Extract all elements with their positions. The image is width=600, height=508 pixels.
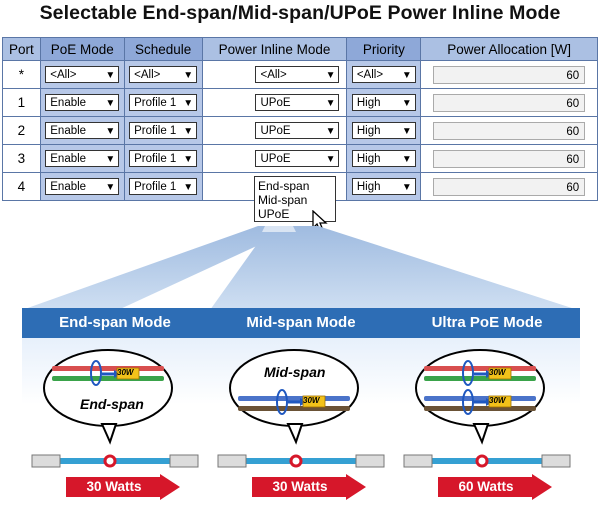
port-cell: 4 — [2, 172, 41, 201]
poe-config-table: Port PoE Mode Schedule Power Inline Mode… — [2, 37, 598, 201]
schedule-select[interactable]: Profile 1▼ — [129, 94, 198, 111]
priority-select[interactable]: High▼ — [351, 94, 416, 111]
chevron-down-icon: ▼ — [401, 154, 412, 165]
power-allocation-input[interactable]: 60 — [433, 65, 586, 84]
watts-arrow: 30 Watts — [252, 474, 366, 500]
chevron-down-icon: ▼ — [325, 70, 336, 81]
chevron-down-icon: ▼ — [401, 98, 412, 109]
watt-tag: 30W — [303, 396, 320, 405]
chevron-down-icon: ▼ — [183, 70, 194, 81]
power-allocation-input[interactable]: 60 — [433, 177, 586, 196]
watt-tag: 30W — [117, 368, 134, 377]
ultra-poe-mode-card: Ultra PoE Mode 30W 30W Data + Power 60 W… — [394, 308, 580, 504]
schedule-select[interactable]: <All>▼ — [129, 66, 198, 83]
poe-mode-select[interactable]: <All>▼ — [45, 66, 120, 83]
watts-label: 30 Watts — [272, 479, 328, 494]
mode-card-header: Mid-span Mode — [208, 308, 394, 338]
priority-select[interactable]: High▼ — [351, 178, 416, 195]
col-header-priority: Priority — [346, 37, 422, 61]
table-row: 3 Enable▼ Profile 1▼ UPoE▼ High▼ 60 — [2, 144, 598, 173]
table-row: 2 Enable▼ Profile 1▼ UPoE▼ High▼ 60 — [2, 116, 598, 145]
chevron-down-icon: ▼ — [401, 182, 412, 193]
chevron-down-icon: ▼ — [183, 98, 194, 109]
table-header-row: Port PoE Mode Schedule Power Inline Mode… — [2, 37, 598, 61]
table-row: * <All>▼ <All>▼ <All>▼ <All>▼ 60 — [2, 60, 598, 89]
col-header-power-inline-mode: Power Inline Mode — [201, 37, 348, 61]
chevron-down-icon: ▼ — [325, 154, 336, 165]
dropdown-option-mid-span[interactable]: Mid-span — [258, 193, 308, 207]
port-cell: 2 — [2, 116, 41, 145]
mid-span-illustration — [217, 349, 385, 468]
red-arrow-icon — [66, 474, 180, 500]
mode-card-header: End-span Mode — [22, 308, 208, 338]
chevron-down-icon: ▼ — [183, 126, 194, 137]
poe-mode-select[interactable]: Enable▼ — [45, 178, 120, 195]
red-arrow-icon — [438, 474, 552, 500]
page-title: Selectable End-span/Mid-span/UPoE Power … — [39, 2, 561, 24]
chevron-down-icon: ▼ — [105, 154, 116, 165]
bubble-label: Mid-span — [264, 364, 326, 380]
spotlight-beams — [22, 224, 578, 310]
red-arrow-icon — [252, 474, 366, 500]
col-header-schedule: Schedule — [123, 37, 203, 61]
power-inline-mode-select[interactable]: <All>▼ — [255, 66, 340, 83]
schedule-select[interactable]: Profile 1▼ — [129, 150, 198, 167]
power-allocation-input[interactable]: 60 — [433, 93, 586, 112]
end-span-illustration — [31, 349, 199, 468]
port-cell: * — [2, 60, 41, 89]
power-inline-mode-select[interactable]: UPoE▼ — [255, 94, 340, 111]
watts-label: 60 Watts — [458, 479, 514, 494]
chevron-down-icon: ▼ — [105, 70, 116, 81]
dropdown-option-end-span[interactable]: End-span — [258, 179, 310, 193]
end-span-mode-card: End-span Mode End-span 30W Data + Power … — [22, 308, 208, 504]
col-header-power-allocation: Power Allocation [W] — [420, 37, 598, 61]
chevron-down-icon: ▼ — [325, 126, 336, 137]
col-header-port: Port — [2, 37, 41, 61]
chevron-down-icon: ▼ — [325, 98, 336, 109]
schedule-select[interactable]: Profile 1▼ — [129, 122, 198, 139]
port-cell: 3 — [2, 144, 41, 173]
power-inline-mode-select[interactable]: UPoE▼ — [255, 150, 340, 167]
power-inline-mode-dropdown[interactable]: End-span Mid-span UPoE — [254, 176, 336, 222]
schedule-select[interactable]: Profile 1▼ — [129, 178, 198, 195]
watt-tag: 30W — [489, 368, 506, 377]
watts-arrow: 30 Watts — [66, 474, 180, 500]
priority-select[interactable]: High▼ — [351, 150, 416, 167]
table-row: 1 Enable▼ Profile 1▼ UPoE▼ High▼ 60 — [2, 88, 598, 117]
power-allocation-input[interactable]: 60 — [433, 121, 586, 140]
poe-mode-select[interactable]: Enable▼ — [45, 150, 120, 167]
port-cell: 1 — [2, 88, 41, 117]
power-allocation-input[interactable]: 60 — [433, 149, 586, 168]
watts-arrow: 60 Watts — [438, 474, 552, 500]
mid-span-mode-card: Mid-span Mode Mid-span 30W Data + Power … — [208, 308, 394, 504]
dropdown-option-upoe[interactable]: UPoE — [258, 207, 290, 221]
col-header-poe-mode: PoE Mode — [39, 37, 125, 61]
ultra-poe-illustration — [403, 349, 571, 468]
chevron-down-icon: ▼ — [401, 70, 412, 81]
power-inline-mode-select[interactable]: UPoE▼ — [255, 122, 340, 139]
chevron-down-icon: ▼ — [183, 182, 194, 193]
mode-card-header: Ultra PoE Mode — [394, 308, 580, 338]
watts-label: 30 Watts — [86, 479, 142, 494]
chevron-down-icon: ▼ — [105, 126, 116, 137]
poe-mode-select[interactable]: Enable▼ — [45, 94, 120, 111]
priority-select[interactable]: High▼ — [351, 122, 416, 139]
bubble-label: End-span — [80, 396, 144, 412]
chevron-down-icon: ▼ — [401, 126, 412, 137]
priority-select[interactable]: <All>▼ — [351, 66, 416, 83]
watt-tag: 30W — [489, 396, 506, 405]
chevron-down-icon: ▼ — [105, 182, 116, 193]
poe-mode-select[interactable]: Enable▼ — [45, 122, 120, 139]
chevron-down-icon: ▼ — [105, 98, 116, 109]
chevron-down-icon: ▼ — [183, 154, 194, 165]
